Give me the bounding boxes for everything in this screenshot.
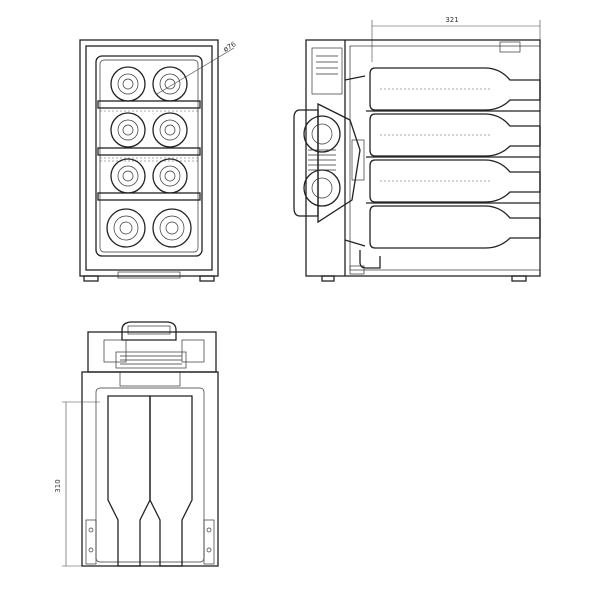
shelf-3 bbox=[97, 192, 201, 201]
diameter-leader-line bbox=[156, 47, 235, 95]
front-door-frame bbox=[85, 45, 213, 271]
side-foot-front bbox=[321, 275, 335, 282]
top-bottle-left bbox=[107, 395, 151, 567]
side-bottle-1 bbox=[369, 67, 541, 111]
bottle-end-r2-right bbox=[152, 112, 188, 148]
bottle-end-r1-left bbox=[110, 66, 146, 102]
side-bottle-2 bbox=[369, 113, 541, 157]
fan-icon-2 bbox=[303, 169, 341, 207]
bottle-end-r3-left bbox=[110, 158, 146, 194]
front-glass-window bbox=[95, 55, 203, 257]
side-drain-pipe bbox=[359, 250, 381, 269]
front-shelves bbox=[97, 100, 201, 201]
shelf-2 bbox=[97, 147, 201, 156]
front-bottles bbox=[106, 66, 192, 248]
top-cabinet-outline bbox=[81, 371, 219, 567]
side-foot-rear bbox=[511, 275, 527, 282]
side-view: 321 bbox=[293, 16, 541, 282]
shelf-1 bbox=[97, 100, 201, 109]
front-foot-right bbox=[199, 275, 215, 282]
side-bottle-3 bbox=[369, 159, 541, 203]
front-inner-window bbox=[99, 59, 199, 253]
bottle-end-r4-right bbox=[152, 208, 192, 248]
front-foot-left bbox=[83, 275, 99, 282]
bottle-end-r4-left bbox=[106, 208, 146, 248]
bottle-end-r3-right bbox=[152, 158, 188, 194]
top-bottles bbox=[107, 395, 193, 567]
side-bottles bbox=[369, 67, 541, 249]
front-bottom-vent bbox=[117, 271, 181, 279]
diameter-label: ø76 bbox=[222, 40, 238, 54]
front-cabinet-outline bbox=[79, 39, 219, 277]
bottle-end-r2-left bbox=[110, 112, 146, 148]
height-label: 310 bbox=[54, 479, 62, 492]
depth-label: 321 bbox=[445, 16, 458, 24]
top-bottle-right bbox=[149, 395, 193, 567]
side-top-vent bbox=[499, 41, 521, 53]
front-view: ø76 bbox=[79, 39, 238, 282]
top-door-handle bbox=[121, 321, 177, 341]
top-view: 310 bbox=[54, 321, 219, 567]
fan-icon bbox=[303, 115, 341, 153]
side-fan-assembly bbox=[293, 75, 366, 247]
side-bottle-4 bbox=[369, 205, 541, 249]
bottle-end-r1-right bbox=[152, 66, 188, 102]
side-control-panel bbox=[311, 47, 343, 95]
